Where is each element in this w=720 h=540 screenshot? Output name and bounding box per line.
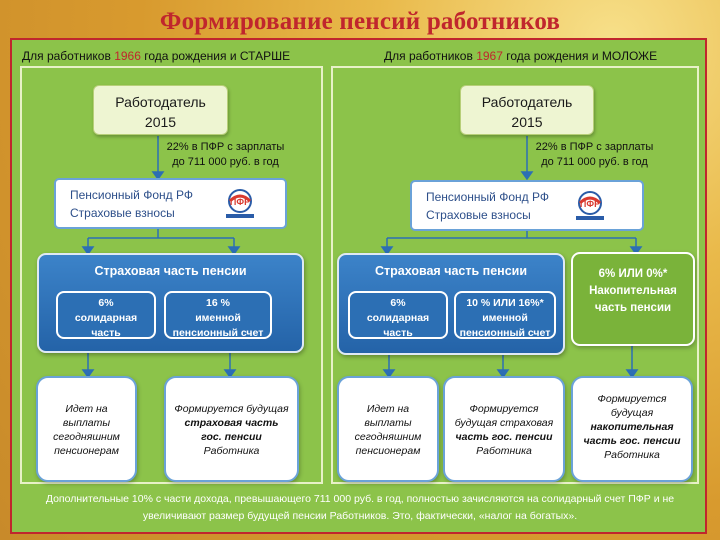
- pfr-logo-icon: ПФР: [572, 188, 608, 224]
- footer-note: Дополнительные 10% с части дохода, превы…: [45, 493, 675, 522]
- pfr-logo-icon: ПФР: [222, 186, 258, 222]
- svg-text:ПФР: ПФР: [580, 199, 600, 209]
- pfr-name: Пенсионный Фонд РФ: [70, 188, 193, 202]
- right-employer-box: Работодатель 2015: [460, 85, 594, 135]
- right-column-header: Для работников 1967 года рождения и МОЛО…: [384, 49, 658, 63]
- pfr-name: Пенсионный Фонд РФ: [426, 190, 549, 204]
- right-pfr-box: Пенсионный Фонд РФ Страховые взносы ПФР: [410, 180, 644, 231]
- employer-label: Работодатель: [115, 94, 206, 110]
- left-pfr-box: Пенсионный Фонд РФ Страховые взносы ПФР: [54, 178, 287, 229]
- insurance-title: Страховая часть пенсии: [94, 264, 247, 278]
- employer-label: Работодатель: [481, 94, 573, 110]
- insurance-title: Страховая часть пенсии: [374, 264, 528, 278]
- left-column-header: Для работников 1966 года рождения и СТАР…: [22, 49, 291, 63]
- employer-year: 2015: [511, 114, 543, 130]
- pfr-subtitle: Страховые взносы: [70, 206, 175, 220]
- right-panel: [331, 66, 699, 484]
- svg-text:ПФР: ПФР: [230, 197, 250, 207]
- employer-year: 2015: [144, 114, 177, 130]
- left-employer-box: Работодатель 2015: [93, 85, 228, 135]
- left-panel: [20, 66, 323, 484]
- pfr-subtitle: Страховые взносы: [426, 208, 531, 222]
- page-title: Формирование пенсий работников: [159, 8, 561, 35]
